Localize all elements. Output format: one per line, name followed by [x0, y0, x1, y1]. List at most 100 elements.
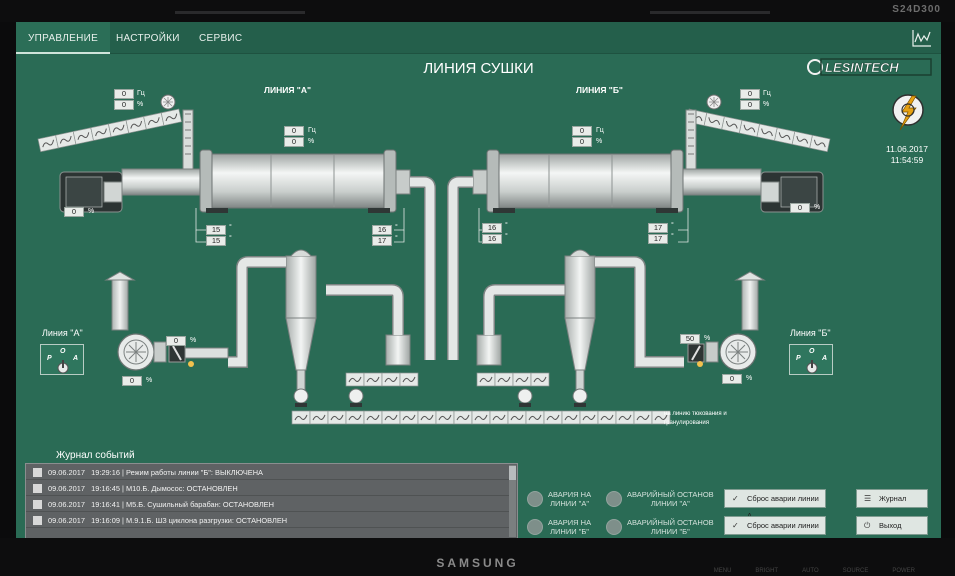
- process-scheme: [37, 94, 831, 425]
- page-title: ЛИНИЯ СУШКИ: [423, 60, 534, 77]
- event-log-row[interactable]: 09.06.2017 19:16:41 | М5.Б. Сушильный ба…: [26, 497, 510, 512]
- line-a-drum-hz: 0: [284, 126, 304, 136]
- unit-pct: %: [704, 335, 711, 342]
- current-time: 11:54:59: [890, 155, 924, 165]
- line-b-fan-pct: 0: [722, 374, 742, 384]
- monitor-brand-logo: SAMSUNG: [436, 556, 519, 570]
- unit-pct: %: [88, 208, 95, 215]
- main-output-conveyor: [291, 410, 671, 425]
- tab-bar: УПРАВЛЕНИЕ НАСТРОЙКИ СЕРВИС: [16, 22, 941, 54]
- line-a-mode-label: Линия "А": [42, 328, 83, 338]
- conveyor-destination-note: на линию тюкования и гранулирования: [664, 411, 727, 426]
- mode-manual-label: Р: [796, 355, 801, 362]
- line-b-mode-label: Линия "Б": [790, 328, 831, 338]
- alarm-lamp-icon: [527, 519, 543, 535]
- current-date: 11.06.2017: [886, 144, 928, 154]
- line-b-temp-out-1: 17: [648, 223, 668, 233]
- monitor-bezel-bottom: MENU BRIGHT AUTO SOURCE POWER: [0, 538, 955, 576]
- svg-text:LESINTECH: LESINTECH: [825, 60, 899, 75]
- event-log-scrollbar[interactable]: [509, 465, 516, 537]
- row-checkbox[interactable]: [33, 500, 42, 509]
- selector-knob-icon: [57, 360, 69, 374]
- trend-chart-icon[interactable]: [911, 28, 933, 48]
- check-icon: ✓: [732, 521, 739, 530]
- unit-pct: %: [596, 138, 603, 145]
- bezel-reflection: [175, 11, 305, 14]
- line-a-title: ЛИНИЯ "А": [264, 85, 311, 95]
- reset-alarm-a-button[interactable]: ✓ Сброс аварии линии А: [724, 489, 826, 520]
- alarm-lamp-icon: [527, 491, 543, 507]
- line-b-drum-pct: 0: [572, 137, 592, 147]
- company-emblem-icon: [892, 94, 924, 131]
- unit-pct: %: [146, 377, 153, 384]
- lesintech-logo: LESINTECH: [805, 56, 933, 78]
- check-icon: ✓: [732, 494, 739, 503]
- unit-deg: °: [395, 235, 398, 242]
- line-b-temp-in-2: 16: [482, 234, 502, 244]
- line-b-drum-hz: 0: [572, 126, 592, 136]
- unit-deg: °: [671, 222, 674, 229]
- row-checkbox[interactable]: [33, 468, 42, 477]
- line-a-fan-pct: 0: [122, 376, 142, 386]
- alarm-lamp-icon: [606, 519, 622, 535]
- event-log-scroll-thumb[interactable]: [509, 466, 516, 480]
- unit-pct: %: [763, 101, 770, 108]
- line-b-feeder-pct: 0: [740, 100, 760, 110]
- event-log-row[interactable]: 09.06.2017 19:16:45 | М10.Б. Дымосос: ОС…: [26, 481, 510, 496]
- unit-deg: °: [505, 233, 508, 240]
- unit-hz: Гц: [308, 127, 316, 134]
- unit-hz: Гц: [137, 90, 145, 97]
- unit-deg: °: [229, 224, 232, 231]
- line-a-screw-conveyor: [345, 372, 419, 387]
- journal-button[interactable]: ☰ Журнал: [856, 489, 928, 508]
- unit-deg: °: [395, 224, 398, 231]
- tab-service[interactable]: СЕРВИС: [199, 33, 243, 44]
- line-b-temp-in-1: 16: [482, 223, 502, 233]
- event-log-row[interactable]: 09.06.2017 19:16:09 | М.9.1.Б. ШЗ циклон…: [26, 513, 510, 528]
- line-a-feeder-pct: 0: [114, 100, 134, 110]
- line-a-feeder-conveyor: [37, 108, 183, 153]
- selector-knob-icon: [806, 360, 818, 374]
- row-checkbox[interactable]: [33, 516, 42, 525]
- unit-deg: °: [229, 235, 232, 242]
- unit-pct: %: [308, 138, 315, 145]
- exit-button[interactable]: ⏻ Выход: [856, 516, 928, 535]
- mode-manual-label: Р: [47, 355, 52, 362]
- line-b-title: ЛИНИЯ "Б": [576, 85, 623, 95]
- line-a-mode-switch[interactable]: Р О А: [40, 344, 84, 375]
- tab-control[interactable]: УПРАВЛЕНИЕ: [16, 22, 111, 54]
- bezel-reflection: [650, 11, 770, 14]
- line-a-damper-pct: 0: [166, 336, 186, 346]
- unit-hz: Гц: [596, 127, 604, 134]
- row-checkbox[interactable]: [33, 484, 42, 493]
- line-b-damper-pct: 50: [680, 334, 700, 344]
- mode-auto-label: А: [822, 355, 828, 362]
- line-b-mode-switch[interactable]: Р О А: [789, 344, 833, 375]
- tab-settings[interactable]: НАСТРОЙКИ: [116, 33, 180, 44]
- monitor-bezel-top: S24D300: [0, 0, 955, 22]
- line-a-temp-out-2: 17: [372, 236, 392, 246]
- line-b-feeder-hz: 0: [740, 89, 760, 99]
- monitor-model: S24D300: [892, 4, 941, 15]
- line-b-temp-out-2: 17: [648, 234, 668, 244]
- event-log-title: Журнал событий: [56, 450, 135, 461]
- unit-pct: %: [137, 101, 144, 108]
- mode-off-label: О: [60, 348, 66, 355]
- event-log-row[interactable]: 09.06.2017 19:29:16 | Режим работы линии…: [26, 465, 510, 480]
- unit-pct: %: [814, 204, 821, 211]
- line-a-feeder-hz: 0: [114, 89, 134, 99]
- hmi-screen: УПРАВЛЕНИЕ НАСТРОЙКИ СЕРВИС ЛИНИЯ СУШКИ …: [16, 22, 941, 543]
- event-log[interactable]: 09.06.2017 19:29:16 | Режим работы линии…: [25, 463, 518, 539]
- power-icon: ⏻: [864, 521, 871, 530]
- mode-off-label: О: [809, 348, 815, 355]
- line-b-screw-conveyor: [476, 372, 550, 387]
- line-a-temp-out-1: 16: [372, 225, 392, 235]
- alarm-lamp-icon: [606, 491, 622, 507]
- unit-deg: °: [505, 222, 508, 229]
- reset-alarm-b-button[interactable]: ✓ Сброс аварии линии Б: [724, 516, 826, 543]
- unit-hz: Гц: [763, 90, 771, 97]
